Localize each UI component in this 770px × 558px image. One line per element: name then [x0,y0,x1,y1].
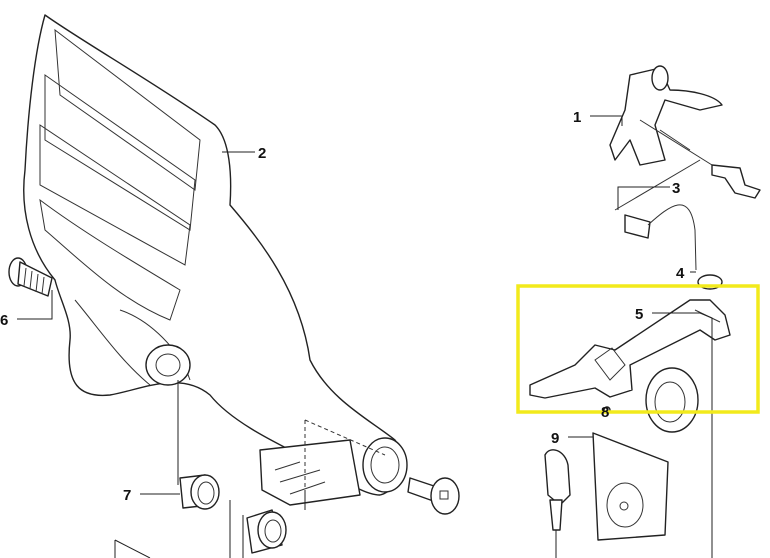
leader-bottom-left [114,539,151,558]
callout-1: 1 [573,109,581,126]
callout-9: 9 [551,430,559,447]
part-4-cable [624,204,723,290]
callout-2: 2 [258,145,266,162]
leader-1 [590,115,623,126]
part-1-trigger [609,65,723,171]
leader-3 [617,186,670,210]
part-6-screw [8,257,53,297]
leader-5 [652,312,713,558]
part-2-handle-guard [23,14,408,506]
part-8-housing [603,367,699,433]
callout-7: 7 [123,487,131,504]
callout-4: 4 [676,265,685,282]
highlight-box [516,284,760,414]
part-9-switch [544,432,669,558]
callout-5: 5 [635,306,643,323]
part-7-bushings [179,474,287,554]
screw-bottom [407,477,460,515]
callout-6: 6 [0,312,8,329]
part-3-spring [614,159,761,211]
callout-3: 3 [672,180,680,197]
callout-8: 8 [601,404,609,421]
part-5-lever [529,299,731,399]
leader-lines-misc [177,380,306,558]
leader-6 [17,290,53,320]
